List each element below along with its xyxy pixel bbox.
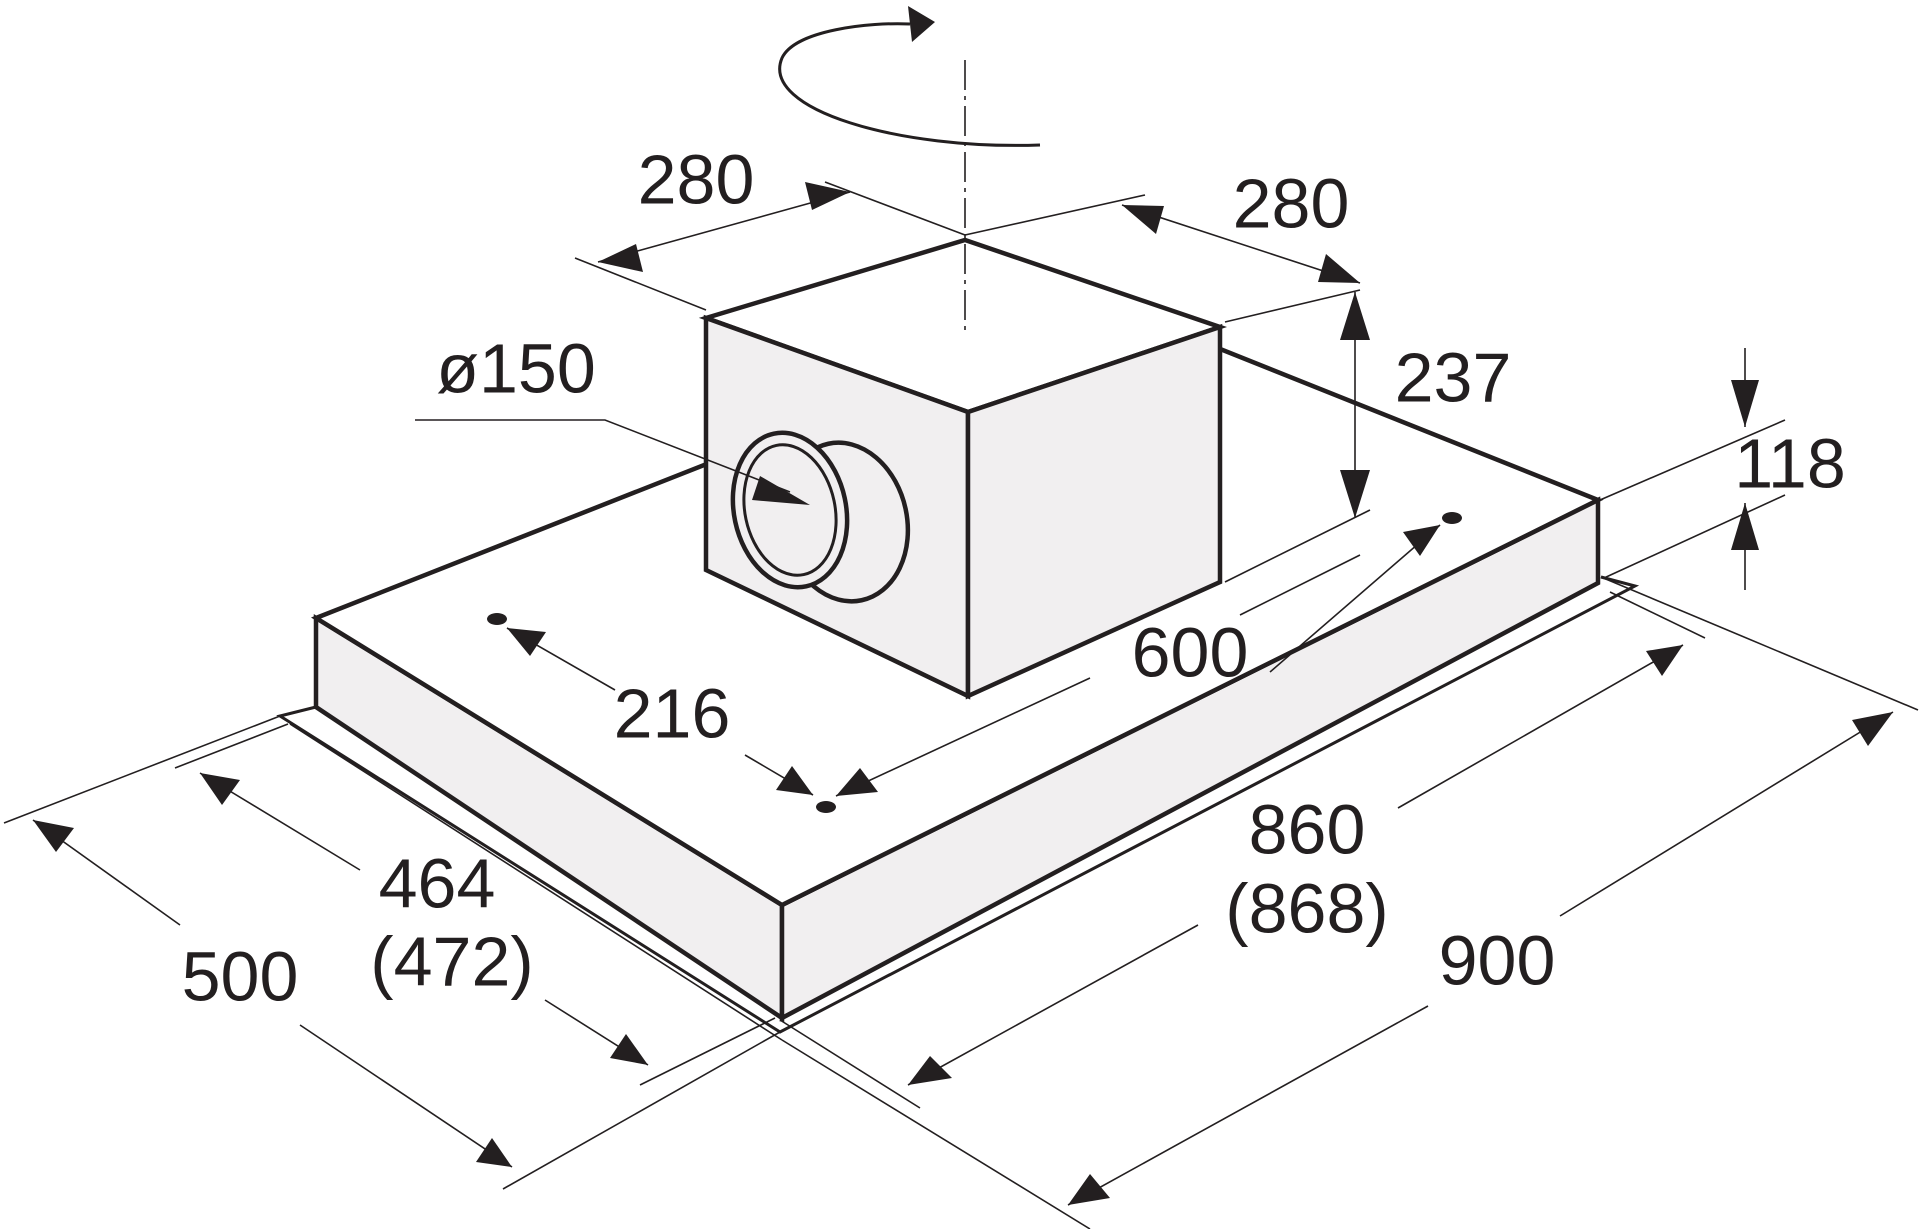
extension-line [779, 1019, 921, 1109]
dimension-line-600 [1239, 554, 1361, 616]
dimension-line-860 [1397, 644, 1684, 809]
dimension-label-472: (472) [370, 922, 533, 1000]
dimension-line-600 [1269, 524, 1441, 673]
dimension-labels: 900 860 (868) 500 464 (472) 600 216 280 … [182, 140, 1846, 1015]
arrowhead-icon [1646, 645, 1683, 676]
arrowhead-icon [776, 766, 813, 795]
extension-line [781, 1039, 1091, 1229]
mounting-hole [1442, 512, 1462, 524]
motor-right-face [965, 323, 1223, 700]
dimension-line-600 [835, 677, 1091, 797]
dimension-label-216: 216 [614, 674, 731, 752]
dimension-label-237: 237 [1395, 338, 1512, 416]
dimension-label-900: 900 [1439, 921, 1556, 999]
arrowhead-icon [610, 1034, 648, 1065]
arrowhead-icon [836, 768, 878, 796]
arrowhead-icon [1403, 525, 1440, 556]
dimension-label-868: (868) [1225, 869, 1388, 947]
dimension-line-900 [1067, 1005, 1429, 1206]
extension-line [1224, 509, 1371, 583]
dimension-line-860 [907, 924, 1199, 1086]
arrowhead-icon [598, 244, 643, 272]
extension-line [1603, 494, 1786, 579]
dimension-label-860: 860 [1249, 790, 1366, 868]
extension-line [964, 194, 1146, 236]
rotation-indicator [778, 6, 1041, 336]
dimension-label-280-right: 280 [1233, 164, 1350, 242]
dimension-line-500 [299, 1024, 513, 1168]
rotation-arc [778, 22, 1041, 147]
arrowhead-icon [1122, 205, 1164, 234]
extension-line [1600, 576, 1919, 711]
dimension-line-280-right [1121, 204, 1361, 284]
arrowhead-icon [1731, 503, 1759, 550]
arrowhead-icon [33, 820, 74, 852]
extension-line [174, 723, 289, 769]
dimension-label-duct-diameter: ø150 [436, 329, 596, 407]
arrowhead-icon [805, 182, 850, 210]
motor-box [698, 237, 1228, 700]
extension-line [3, 715, 281, 824]
extension-line [639, 1017, 776, 1086]
extension-line [824, 181, 966, 236]
mounting-hole [816, 801, 836, 813]
dimension-label-118: 118 [1734, 424, 1846, 502]
dimension-lines [3, 181, 1919, 1229]
hood-flange-edge-front [289, 723, 783, 1041]
extension-line [502, 1031, 781, 1190]
arrowhead-icon [200, 773, 240, 805]
arrowhead-icon [1340, 292, 1370, 340]
arrowhead-icon [752, 476, 810, 505]
dimension-line-280-left [597, 191, 851, 263]
dimension-line-900 [1559, 711, 1894, 917]
mounting-hole [487, 613, 507, 625]
extension-line [574, 257, 707, 311]
duct-opening [742, 443, 838, 577]
extension-line [1599, 419, 1786, 501]
dimension-label-500: 500 [182, 937, 299, 1015]
extension-line [1224, 289, 1361, 323]
arrowhead-icon [507, 628, 546, 656]
rotation-arrow-icon [908, 6, 935, 42]
duct-front-rim [730, 430, 850, 590]
arrowhead-icon [1318, 254, 1360, 283]
dimension-label-464: 464 [379, 844, 496, 922]
arrowhead-icon [1852, 712, 1893, 746]
duct-diameter-leader [415, 419, 791, 493]
extension-line [1609, 591, 1706, 639]
arrowhead-icon [1068, 1174, 1110, 1205]
dimension-label-280-left: 280 [638, 140, 755, 218]
arrowhead-icon [1340, 470, 1370, 518]
arrowhead-icon [1731, 380, 1759, 427]
mounting-holes [487, 512, 1462, 813]
duct-outlet [730, 430, 911, 604]
arrowhead-icon [476, 1138, 512, 1167]
dimension-label-600: 600 [1132, 613, 1249, 691]
arrowhead-icon [908, 1056, 952, 1085]
